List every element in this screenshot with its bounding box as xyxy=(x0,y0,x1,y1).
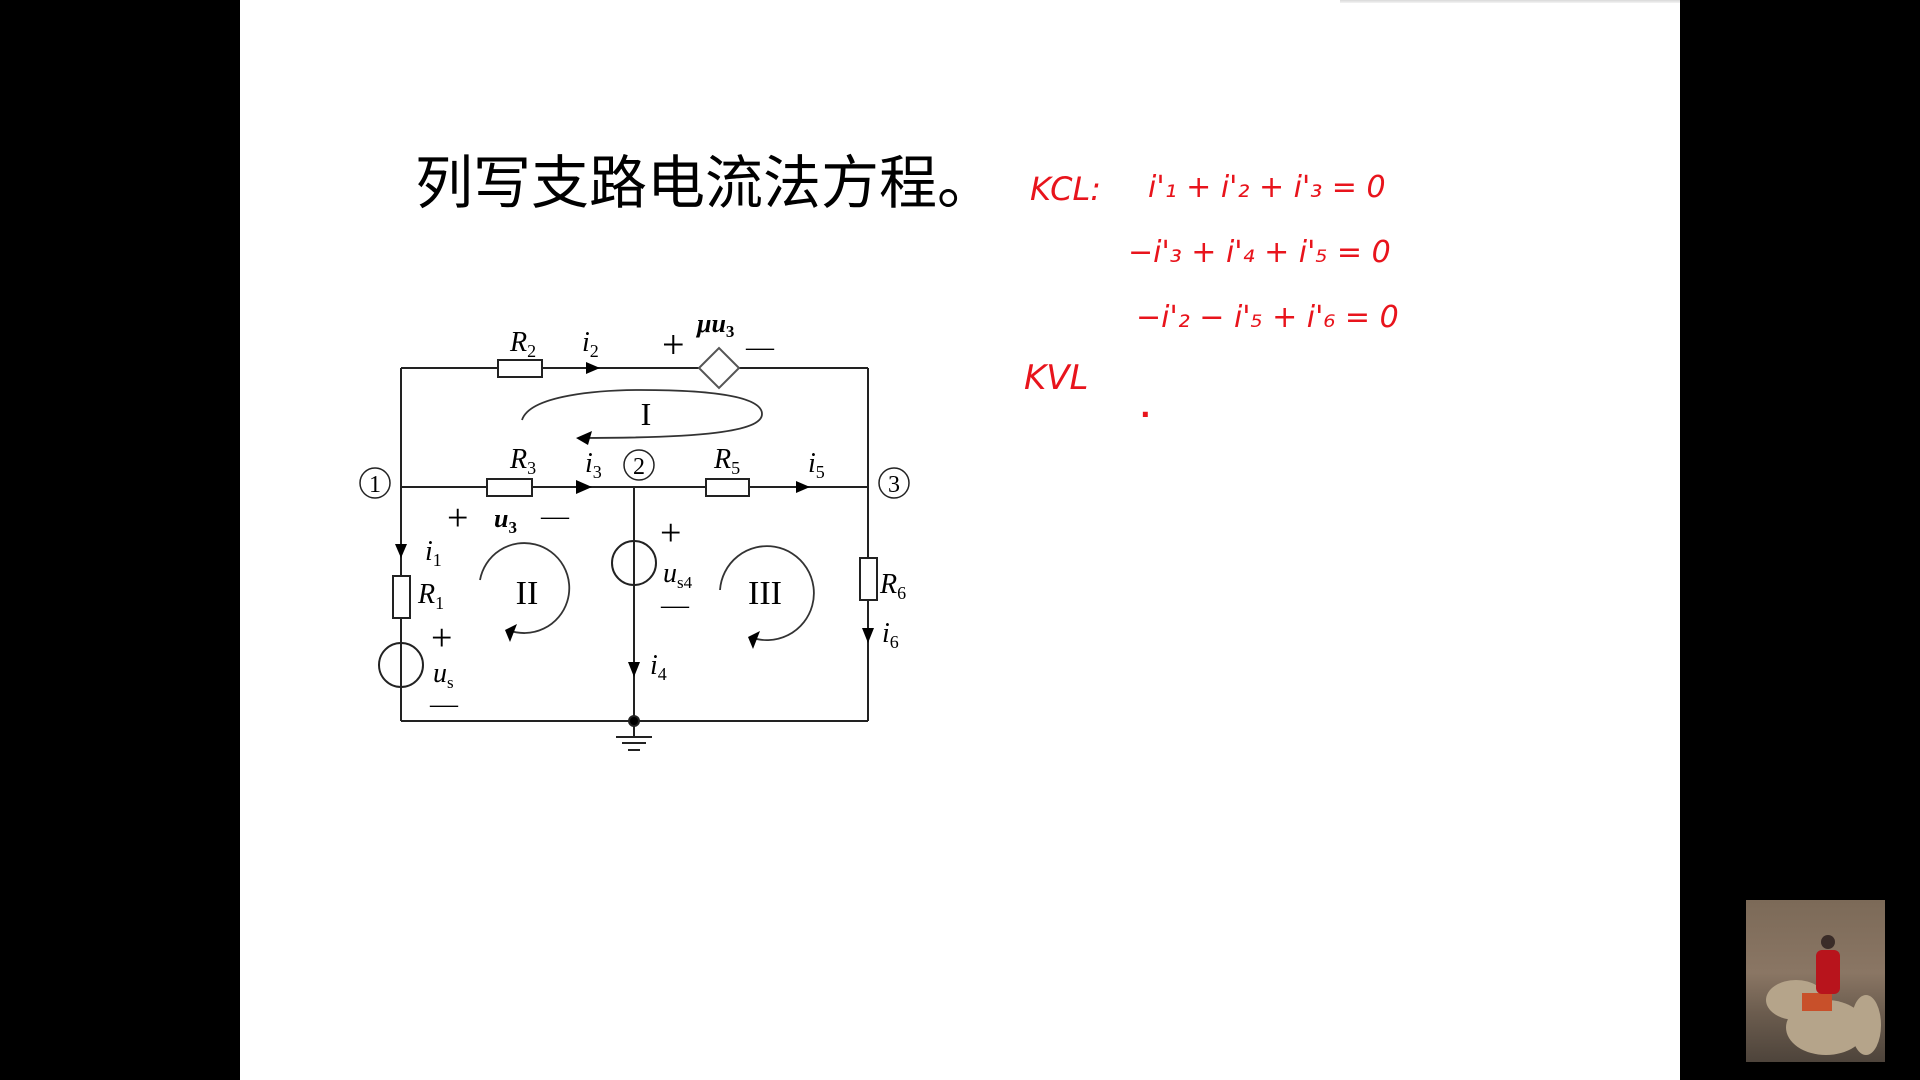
loop-iii-label: III xyxy=(748,575,782,612)
node-3-circle xyxy=(878,467,910,499)
kvl-label: KVL xyxy=(1024,358,1089,398)
arrow-i5 xyxy=(796,481,810,493)
loop-i-ellipse xyxy=(521,389,763,439)
node-1-circle xyxy=(359,467,391,499)
label-i6: i6 xyxy=(882,618,899,652)
loop-ii-label: II xyxy=(516,575,539,612)
u3-plus: + xyxy=(447,497,468,539)
label-i5: i5 xyxy=(808,448,825,482)
label-u3: u3 xyxy=(494,504,517,537)
slide-title: 列写支路电流法方程。 xyxy=(415,149,996,217)
resistor-r2 xyxy=(497,359,543,378)
label-i3: i3 xyxy=(585,448,602,482)
kvl-dot: · xyxy=(1140,398,1151,431)
us-minus: — xyxy=(429,689,459,720)
label-r2: R2 xyxy=(509,327,536,361)
current-arrows xyxy=(395,362,874,677)
us-plus: + xyxy=(431,617,452,659)
resistor-r1 xyxy=(392,575,411,619)
loop-ii-arc xyxy=(479,542,571,634)
label-i2: i2 xyxy=(582,327,599,361)
kcl-equation-2: −i'₃ + i'₄ + i'₅ = 0 xyxy=(1128,235,1391,270)
presenter-webcam-thumbnail xyxy=(1746,900,1885,1062)
node-markers xyxy=(359,449,910,499)
dep-source-minus: — xyxy=(745,332,775,363)
arrow-i6 xyxy=(862,628,874,643)
loop-arrowheads xyxy=(505,431,760,649)
resistor-r3 xyxy=(486,478,533,497)
dependent-source-diamond xyxy=(697,346,741,390)
arrow-i2 xyxy=(586,362,600,374)
label-r1: R1 xyxy=(417,579,444,613)
dep-source-plus: + xyxy=(662,322,685,367)
node-1-label: 1 xyxy=(369,472,381,498)
loop-i-label: I xyxy=(641,396,652,432)
u3-minus: — xyxy=(540,501,570,532)
arrow-i3 xyxy=(576,480,592,494)
label-i1: i1 xyxy=(425,536,442,570)
node-2-label: 2 xyxy=(633,454,645,480)
arrow-i1 xyxy=(395,544,407,558)
label-r3: R3 xyxy=(509,444,536,478)
label-i4: i4 xyxy=(650,650,667,684)
loop-iii-arc xyxy=(719,545,815,642)
label-us: us xyxy=(433,658,454,692)
label-dep-source: μu3 xyxy=(695,309,734,341)
node-2-circle xyxy=(623,449,655,481)
kcl-equation-3: −i'₂ − i'₅ + i'₆ = 0 xyxy=(1136,300,1399,335)
us4-minus: — xyxy=(660,590,690,621)
ground-symbol xyxy=(616,715,652,751)
label-us4: us4 xyxy=(663,558,693,592)
arrow-i4 xyxy=(628,662,640,677)
slide-canvas xyxy=(240,0,1680,1080)
node-3-label: 3 xyxy=(888,472,900,498)
loop-arcs xyxy=(479,389,815,642)
top-toolbar-shadow xyxy=(1340,0,1680,3)
label-r5: R5 xyxy=(713,444,740,478)
us4-plus: + xyxy=(660,512,681,554)
kcl-label: KCL: xyxy=(1030,170,1102,208)
label-r6: R6 xyxy=(879,569,906,603)
voltage-sources xyxy=(378,346,741,688)
resistors xyxy=(392,359,878,619)
kcl-equation-1: i'₁ + i'₂ + i'₃ = 0 xyxy=(1148,170,1386,205)
resistor-r5 xyxy=(705,478,750,497)
resistor-r6 xyxy=(859,557,878,601)
